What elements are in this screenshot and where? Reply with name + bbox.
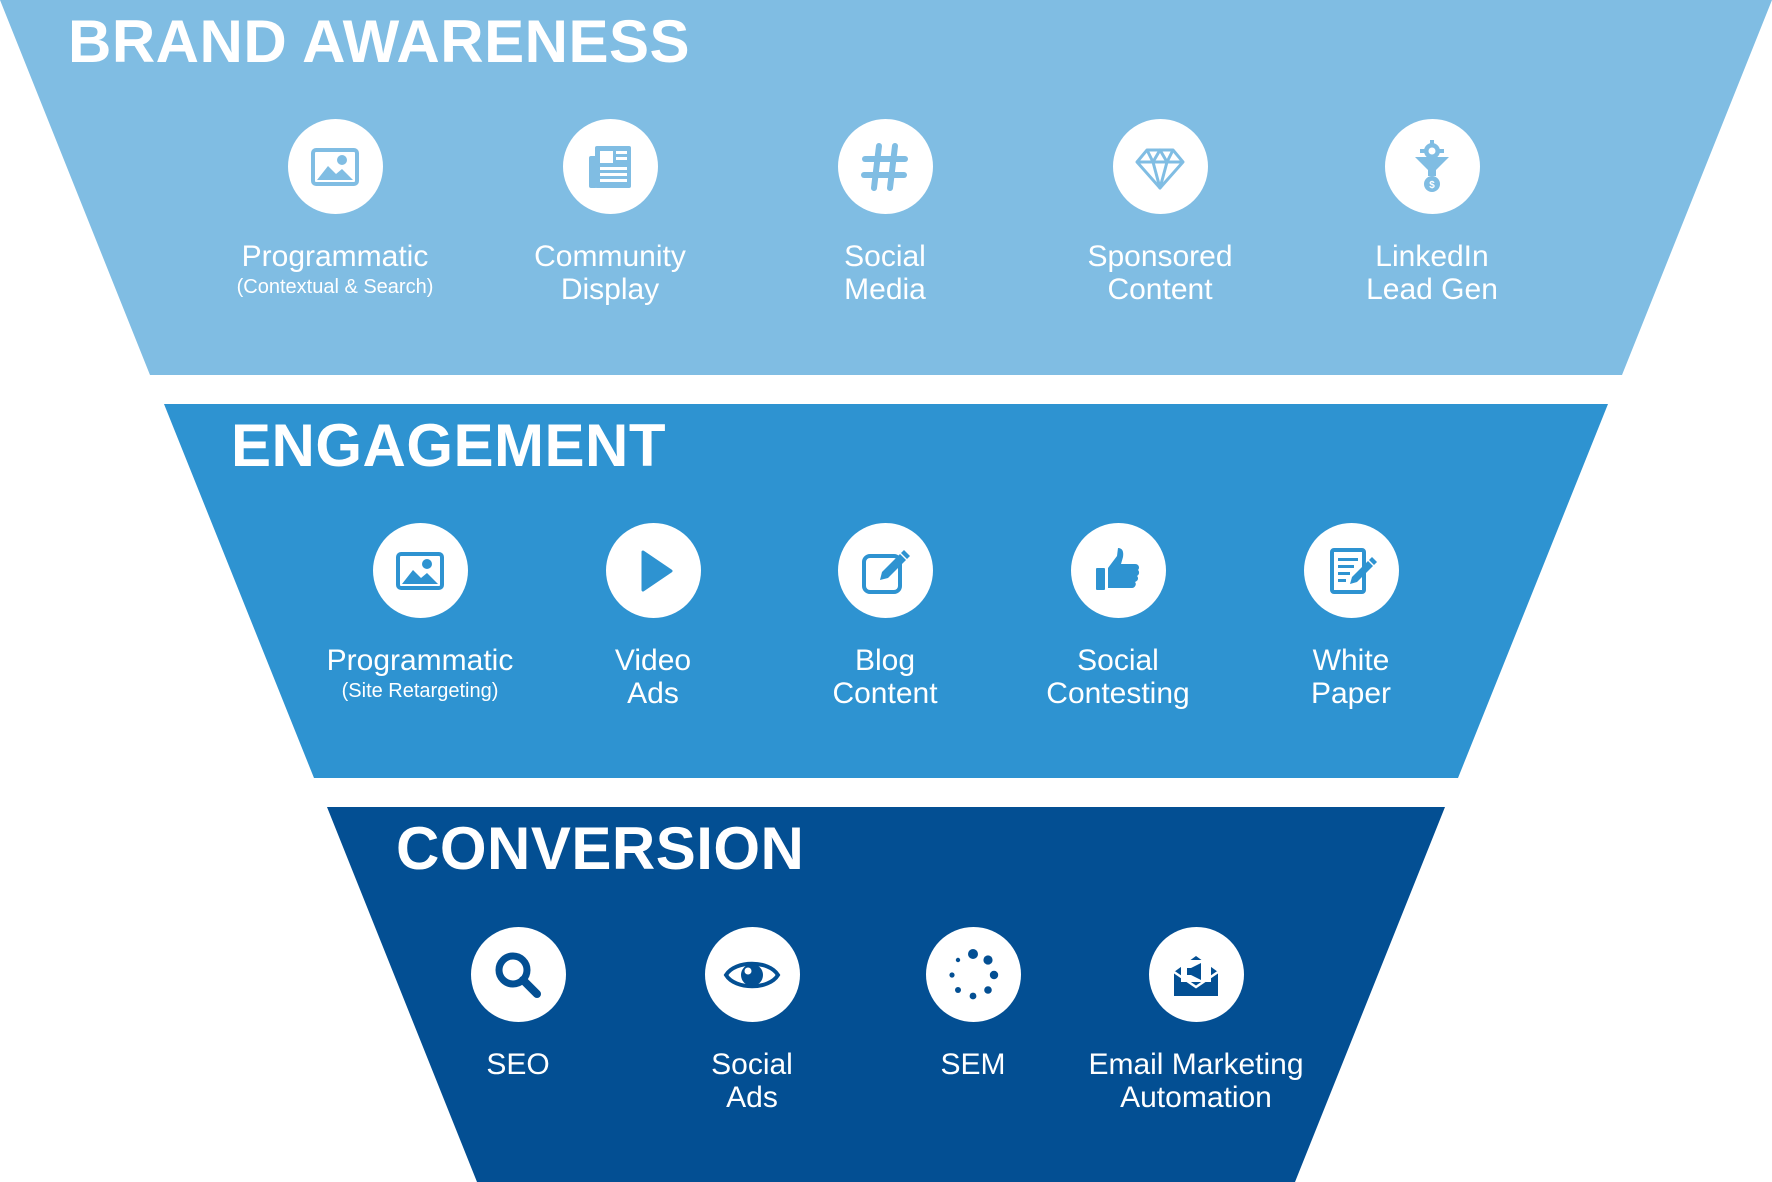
item-label: Social bbox=[844, 240, 926, 273]
item-label-line2: Display bbox=[560, 273, 660, 306]
item-label-line2: Ads bbox=[627, 677, 679, 710]
item-label-line2: Content bbox=[1107, 273, 1213, 306]
item-label: SEO bbox=[486, 1048, 550, 1081]
item-video-ads: Video Ads bbox=[523, 523, 783, 710]
item-label: White bbox=[1312, 644, 1390, 677]
item-label: LinkedIn bbox=[1375, 240, 1489, 273]
item-sponsored-content: Sponsored Content bbox=[1030, 119, 1290, 306]
item-label-line2: Ads bbox=[726, 1081, 778, 1114]
item-linkedin-lead-gen: $ LinkedIn Lead Gen bbox=[1302, 119, 1562, 306]
item-sem: SEM bbox=[843, 927, 1103, 1081]
item-label-line2: Content bbox=[832, 677, 938, 710]
item-label-line2: Media bbox=[844, 273, 926, 306]
item-seo: SEO bbox=[388, 927, 648, 1081]
item-label: Video bbox=[614, 644, 692, 677]
stage-engagement-title: ENGAGEMENT bbox=[231, 412, 667, 479]
stage-conversion-band bbox=[327, 807, 1445, 1182]
edit-icon bbox=[837, 523, 933, 618]
item-label-line2: Contesting bbox=[1046, 677, 1190, 710]
item-label: Programmatic bbox=[241, 240, 429, 273]
image-icon bbox=[372, 523, 468, 618]
stage-conversion: CONVERSION SEO Social Ads SEM Email Mar bbox=[0, 807, 1772, 1182]
stage-conversion-title: CONVERSION bbox=[396, 815, 805, 882]
item-programmatic-contextual: Programmatic (Contextual & Search) bbox=[205, 119, 465, 301]
stage-brand-awareness-title: BRAND AWARENESS bbox=[68, 8, 691, 75]
svg-text:$: $ bbox=[1429, 180, 1435, 191]
image-icon bbox=[287, 119, 383, 214]
item-label: Sponsored bbox=[1087, 240, 1233, 273]
newspaper-icon bbox=[562, 119, 658, 214]
item-sublabel: (Site Retargeting) bbox=[341, 680, 499, 702]
hashtag-icon bbox=[837, 119, 933, 214]
item-community-display: Community Display bbox=[480, 119, 740, 306]
email-megaphone-icon bbox=[1148, 927, 1244, 1022]
item-social-media: Social Media bbox=[755, 119, 1015, 306]
play-icon bbox=[605, 523, 701, 618]
item-label: Email Marketing bbox=[1088, 1048, 1304, 1081]
item-label: Social bbox=[1077, 644, 1159, 677]
item-blog-content: Blog Content bbox=[755, 523, 1015, 710]
item-sublabel: (Contextual & Search) bbox=[236, 276, 434, 298]
stage-engagement: ENGAGEMENT Programmatic (Site Retargetin… bbox=[0, 404, 1772, 778]
item-label-line2: Automation bbox=[1120, 1081, 1272, 1114]
item-social-ads: Social Ads bbox=[622, 927, 882, 1114]
item-email-marketing: Email Marketing Automation bbox=[1066, 927, 1326, 1114]
item-label: Community bbox=[534, 240, 686, 273]
item-label: Social bbox=[711, 1048, 793, 1081]
item-label: Blog bbox=[854, 644, 916, 677]
loading-dots-icon bbox=[925, 927, 1021, 1022]
search-icon bbox=[470, 927, 566, 1022]
item-label-line2: Paper bbox=[1310, 677, 1392, 710]
item-white-paper: White Paper bbox=[1221, 523, 1481, 710]
eye-icon bbox=[704, 927, 800, 1022]
item-label: Programmatic bbox=[326, 644, 514, 677]
item-label-line2: Lead Gen bbox=[1366, 273, 1498, 306]
thumbs-up-icon bbox=[1070, 523, 1166, 618]
document-pen-icon bbox=[1303, 523, 1399, 618]
item-programmatic-retargeting: Programmatic (Site Retargeting) bbox=[290, 523, 550, 705]
item-social-contesting: Social Contesting bbox=[988, 523, 1248, 710]
funnel-gear-icon: $ bbox=[1384, 119, 1480, 214]
stage-brand-awareness: BRAND AWARENESS Programmatic (Contextual… bbox=[0, 0, 1772, 375]
item-label: SEM bbox=[940, 1048, 1006, 1081]
diamond-icon bbox=[1112, 119, 1208, 214]
